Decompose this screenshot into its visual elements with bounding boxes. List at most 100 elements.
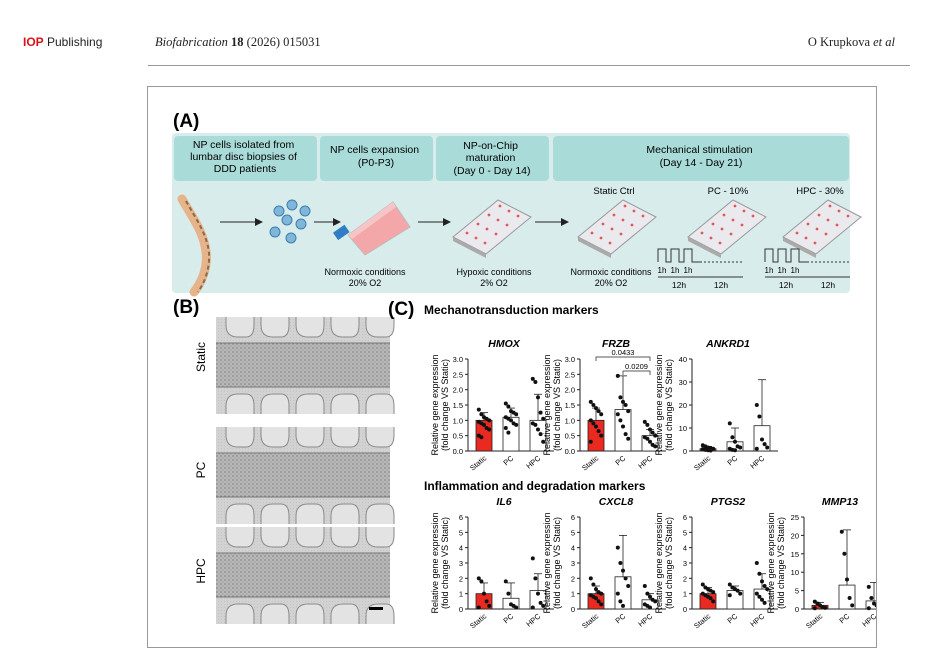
y-tick-label: 30	[679, 378, 687, 387]
data-point	[762, 442, 767, 447]
chip-icon	[782, 199, 862, 258]
data-point	[842, 551, 847, 556]
data-point	[506, 404, 511, 409]
data-point	[591, 403, 596, 407]
data-point	[623, 403, 628, 407]
y-tick-label: 15	[791, 550, 799, 559]
section-mechanotransduction: Mechanotransduction markers	[424, 303, 599, 317]
data-point	[594, 596, 598, 601]
data-point	[626, 409, 631, 414]
data-point	[487, 418, 492, 423]
data-point	[506, 430, 511, 435]
x-tick-label: HPC	[524, 611, 542, 628]
x-tick-label: PC	[502, 611, 516, 625]
x-tick-label: PC	[726, 611, 740, 625]
y-tick-label: 20	[791, 531, 799, 540]
x-tick-label: HPC	[636, 611, 654, 628]
data-point	[588, 399, 593, 404]
group-labels: Static Ctrl PC - 10% HPC - 30%	[593, 186, 844, 197]
data-point	[653, 599, 658, 604]
data-point	[733, 439, 737, 444]
y-tick-label: 3.0	[453, 355, 463, 364]
y-tick-label: 0.0	[453, 447, 463, 456]
data-point	[479, 412, 484, 417]
significance-bracket	[622, 370, 651, 375]
data-point	[487, 427, 492, 432]
y-tick-label: 6	[459, 513, 463, 522]
data-point	[760, 597, 764, 602]
data-point	[866, 584, 871, 589]
y-tick-label: 6	[571, 513, 575, 522]
y-tick-label: 6	[683, 513, 687, 522]
data-point	[754, 561, 759, 565]
y-tick-label: 5	[795, 587, 799, 596]
y-tick-label: 2.5	[565, 370, 575, 379]
data-point	[530, 556, 535, 561]
data-point	[536, 591, 540, 596]
normoxic-o2-1: 20% O2	[349, 278, 382, 288]
x-tick-label: PC	[502, 453, 516, 467]
on-duration-label: 1h	[684, 266, 693, 275]
chart-title: HMOX	[488, 338, 520, 350]
cell-cluster-icon	[269, 199, 311, 244]
data-point	[618, 418, 623, 423]
data-point	[762, 584, 767, 588]
chart-title: IL6	[496, 496, 511, 508]
y-tick-label: 25	[791, 513, 799, 522]
period-off-label: 12h	[714, 280, 728, 290]
data-point	[479, 435, 484, 440]
normoxic-label-2: Normoxic conditions	[570, 267, 652, 277]
x-tick-label: Static	[692, 611, 712, 630]
y-tick-label: 0	[683, 605, 687, 614]
y-tick-label: 5	[571, 528, 575, 537]
y-tick-label: 1.5	[565, 401, 575, 410]
data-point	[621, 424, 625, 429]
journal-citation: Biofabrication 18 (2026) 015031	[155, 35, 321, 49]
y-tick-label: 2.5	[453, 370, 463, 379]
panel-a-label: (A)	[173, 111, 199, 132]
period-on-label: 12h	[672, 280, 686, 290]
row-label-pc: PC	[194, 461, 208, 478]
data-point	[533, 422, 538, 427]
data-point	[650, 430, 655, 435]
step-1-label: NP cells isolated from lumbar disc biops…	[190, 139, 300, 175]
data-point	[760, 437, 764, 442]
step-4-box: Mechanical stimulation (Day 14 - Day 21)	[553, 136, 849, 181]
y-tick-label: 1.0	[453, 416, 463, 425]
y-tick-label: 0	[795, 605, 799, 614]
y-tick-label: 0.5	[453, 432, 463, 441]
data-point	[618, 561, 623, 565]
chip-icon	[577, 199, 657, 258]
chip-illustrations	[452, 199, 862, 258]
data-point	[533, 576, 538, 581]
data-point	[738, 591, 743, 596]
y-tick-label: 5	[459, 528, 463, 537]
data-point	[476, 407, 481, 412]
y-axis-label: Relative gene expression(fold change VS …	[542, 512, 562, 613]
y-axis-label: Relative gene expression(fold change VS …	[430, 354, 450, 455]
data-point	[760, 579, 764, 584]
chip-icon	[687, 199, 767, 258]
y-tick-label: 1	[683, 590, 687, 599]
y-tick-label: 2	[571, 574, 575, 583]
data-point	[588, 439, 593, 444]
data-point	[503, 401, 508, 406]
data-point	[869, 595, 874, 600]
data-point	[754, 591, 759, 596]
micrograph-static	[216, 317, 395, 414]
data-point	[708, 596, 713, 601]
row-label-static: Static	[194, 342, 208, 372]
x-tick-label: HPC	[748, 453, 766, 470]
data-point	[536, 427, 540, 432]
step-4-label: Mechanical stimulation (Day 14 - Day 21)	[646, 144, 755, 169]
data-point	[615, 412, 620, 417]
data-point	[599, 602, 604, 607]
data-point	[626, 584, 631, 588]
y-axis-label: Relative gene expression(fold change VS …	[542, 354, 562, 455]
period-on-label: 12h	[779, 280, 793, 290]
culture-flask-icon	[332, 201, 411, 256]
